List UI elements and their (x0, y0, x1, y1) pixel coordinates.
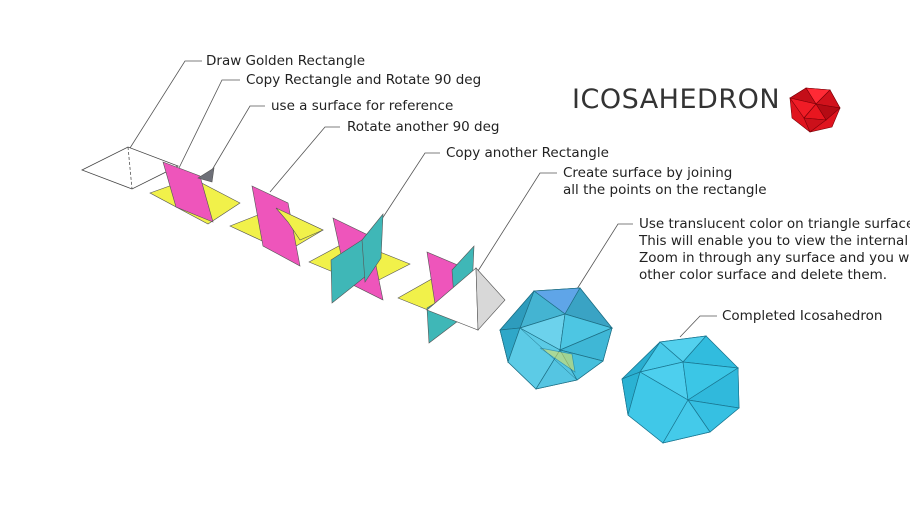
step-label-create-surface: Create surface by joining all the points… (563, 165, 767, 198)
leader-step-8 (679, 315, 717, 338)
completed-icosahedron (621, 335, 740, 444)
step-label-copy-another: Copy another Rectangle (446, 145, 609, 161)
golden-rectangle (81, 146, 179, 190)
page-title: ICOSAHEDRON (572, 84, 781, 115)
step-label-reference-surface: use a surface for reference (271, 98, 454, 114)
leader-lines (129, 60, 717, 338)
step4-planes (308, 213, 411, 304)
step-label-draw-golden-rectangle: Draw Golden Rectangle (206, 53, 365, 69)
leader-step-5 (377, 152, 440, 226)
leader-step-7 (576, 223, 633, 290)
leader-step-3 (211, 105, 265, 171)
leader-step-6 (477, 172, 557, 272)
step-label-copy-and-rotate: Copy Rectangle and Rotate 90 deg (246, 72, 482, 88)
step5-planes (397, 245, 506, 344)
red-icosahedron-icon (789, 87, 841, 133)
step2-planes (149, 161, 241, 225)
translucent-icosahedron (499, 287, 614, 390)
leader-step-2 (177, 79, 240, 171)
step-label-translucent-color: Use translucent color on triangle surfac… (639, 216, 910, 283)
step-label-completed: Completed Icosahedron (722, 308, 883, 324)
leader-step-4 (269, 126, 340, 193)
leader-step-1 (129, 60, 202, 149)
step-label-rotate-another: Rotate another 90 deg (347, 119, 500, 135)
step3-planes (229, 185, 324, 267)
